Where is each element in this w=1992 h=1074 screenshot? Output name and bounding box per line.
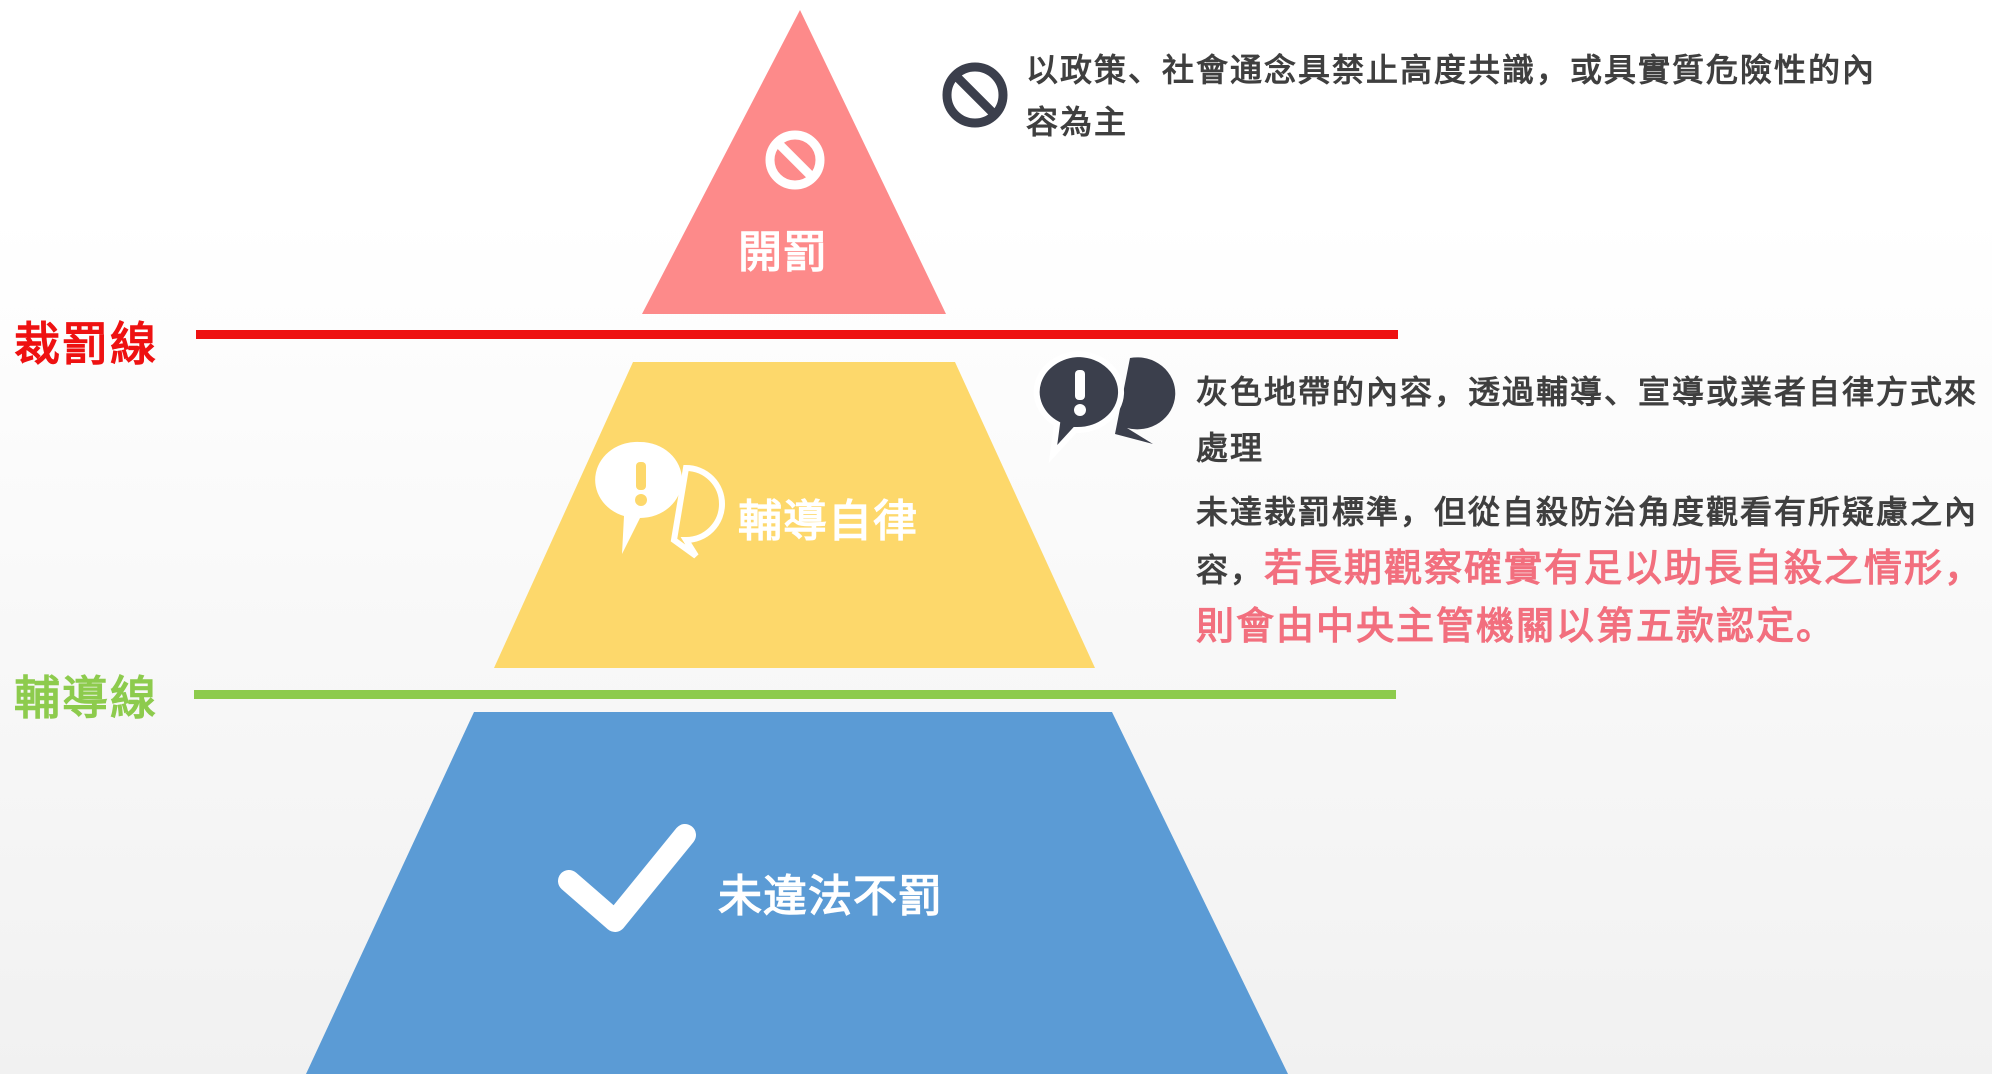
middle-tier-label: 輔導自律 [738, 496, 918, 547]
description-prohibited-icon [942, 62, 1008, 128]
top-description: 以政策、社會通念具禁止高度共識，或具實質危險性的內容為主 [1026, 44, 1906, 148]
middle-description: 灰色地帶的內容，透過輔導、宣導或業者自律方式來處理 未達裁罰標準，但從自殺防治角… [1196, 364, 1986, 656]
middle-description-normal-text: 未達裁罰標準，但從自殺防治角度觀看有所疑慮之內容， [1196, 493, 1979, 589]
bottom-tier-label: 未違法不罰 [718, 871, 943, 922]
guidance-line-label: 輔導線 [14, 671, 158, 725]
penalty-line [196, 330, 1398, 339]
pyramid-bottom-tier [306, 712, 1288, 1074]
penalty-line-label: 裁罰線 [14, 317, 158, 371]
top-tier-label: 開罰 [738, 227, 828, 278]
pyramid-middle-tier [494, 362, 1095, 668]
middle-description-paragraph-2: 未達裁罰標準，但從自殺防治角度觀看有所疑慮之內容，若長期觀察確實有足以助長自殺之… [1196, 484, 1986, 656]
checkmark-icon [558, 824, 696, 932]
top-description-text: 以政策、社會通念具禁止高度共識，或具實質危險性的內容為主 [1026, 51, 1877, 141]
middle-description-highlight-text: 若長期觀察確實有足以助長自殺之情形，則會由中央主管機關以第五款認定。 [1196, 546, 1985, 648]
guidance-line [194, 690, 1396, 699]
prohibited-icon [765, 130, 825, 190]
speech-bubbles-icon [595, 441, 725, 559]
middle-description-paragraph-1: 灰色地帶的內容，透過輔導、宣導或業者自律方式來處理 [1196, 373, 1979, 467]
description-speech-bubbles-icon [1033, 350, 1176, 464]
